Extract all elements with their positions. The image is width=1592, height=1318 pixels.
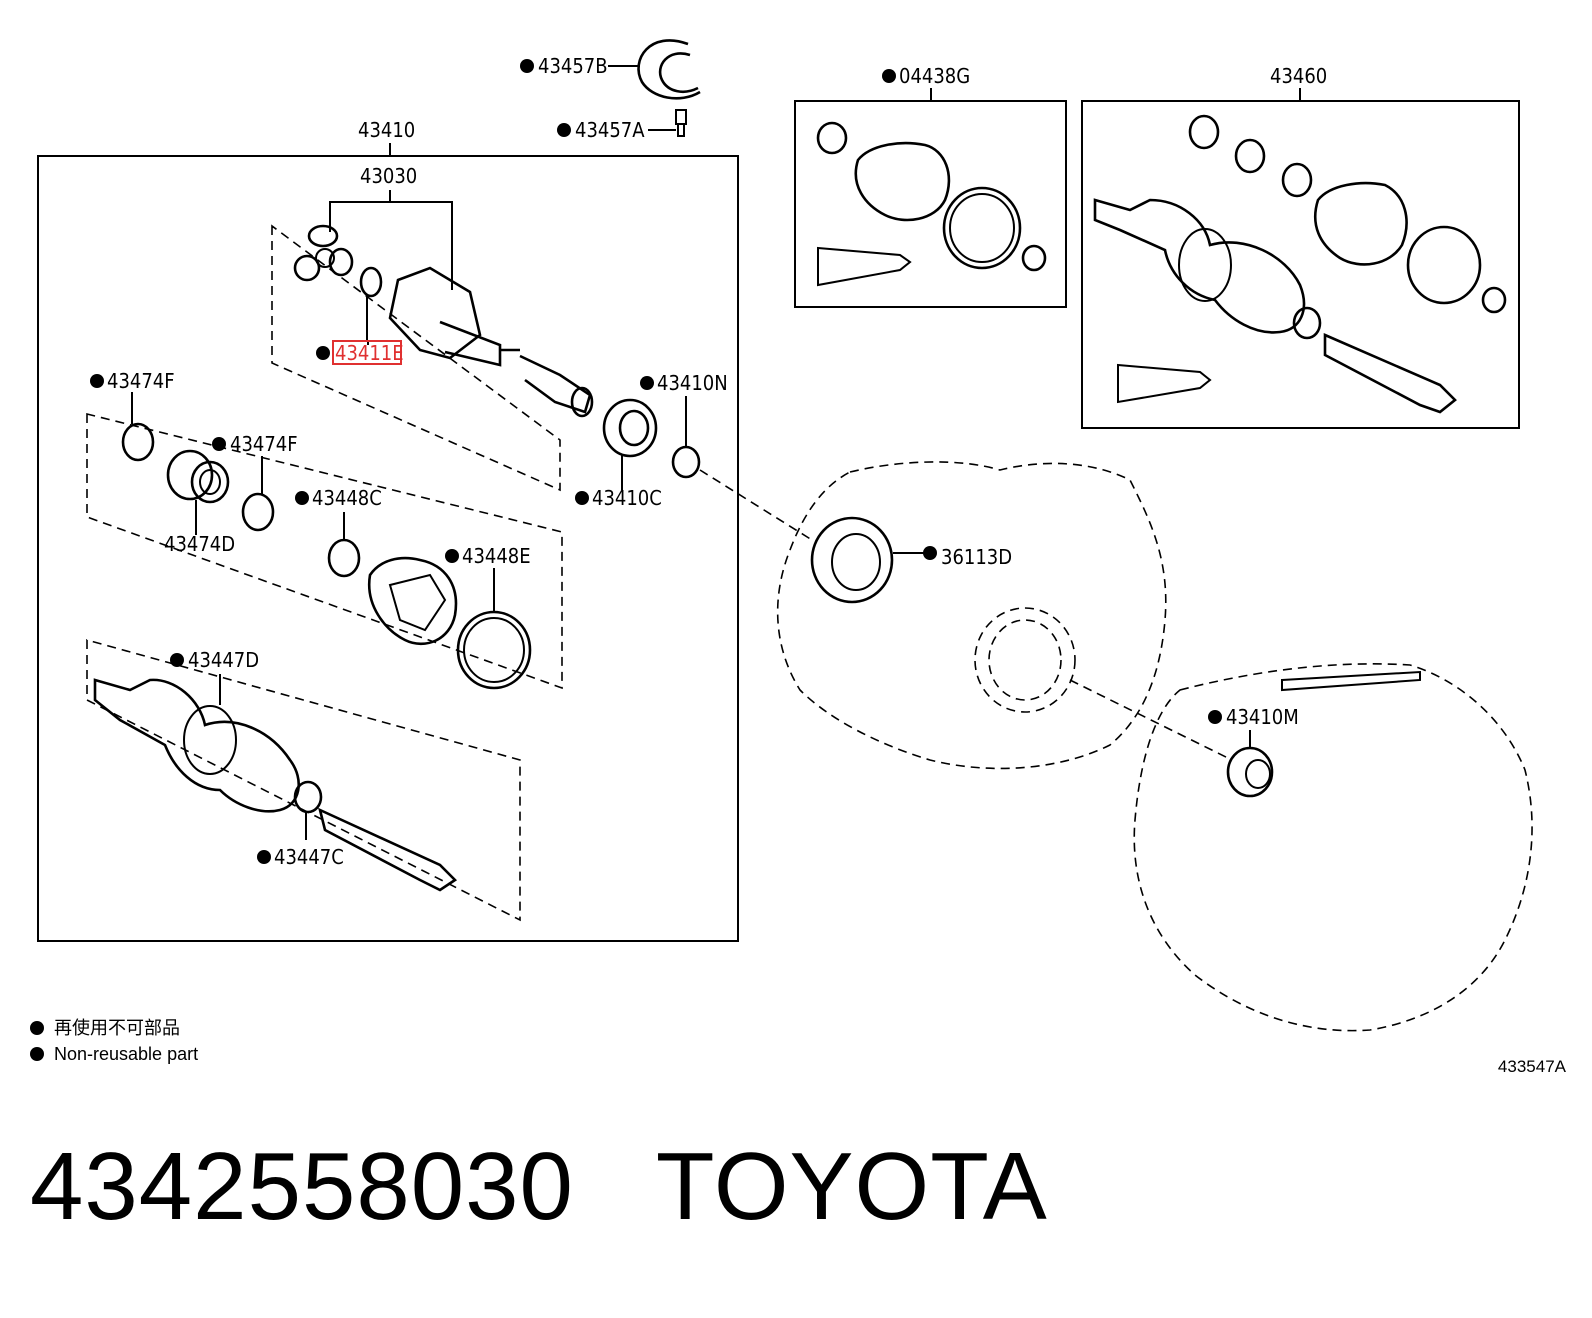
boot-clamp-43448E (456, 568, 532, 690)
label-43030: 43030 (360, 164, 417, 188)
label-04438G: 04438G (899, 64, 970, 88)
seal-43410M (1226, 730, 1274, 798)
label-43447C: 43447C (274, 845, 344, 869)
inner-boot (367, 556, 458, 646)
brand-name: TOYOTA (655, 1133, 1048, 1240)
highlight-box-43411E (332, 340, 402, 365)
label-43457B: 43457B (538, 54, 608, 78)
boot-kit-parts (816, 121, 1047, 287)
snap-ring-43410N (671, 445, 701, 479)
non-reusable-dot-icon (30, 1021, 44, 1035)
non-reusable-dot-icon (30, 1047, 44, 1061)
damper-43474D (166, 449, 230, 535)
legend: 再使用不可部品 Non-reusable part (30, 1015, 198, 1067)
outer-joint-assembly (93, 674, 458, 892)
figure-id: 433547A (1497, 1057, 1566, 1076)
label-36113D: 36113D (941, 545, 1012, 569)
label-43448C: 43448C (312, 486, 382, 510)
label-43457A: 43457A (575, 118, 645, 142)
label-43410C: 43410C (592, 486, 662, 510)
boot-kit-box-04438G (794, 100, 1067, 308)
label-43411E: 43411E (335, 341, 404, 365)
parts-diagram: 43457B 43457A 43410 43030 43411E 43474F … (37, 39, 1533, 1032)
label-43410N: 43410N (657, 371, 728, 395)
transmission-outline (1133, 663, 1533, 1032)
label-43474F-a: 43474F (107, 369, 175, 393)
bearing-43410C (602, 398, 658, 490)
label-43474F-b: 43474F (230, 432, 298, 456)
transaxle-case-outline (776, 461, 1167, 770)
legend-text-english: Non-reusable part (54, 1044, 199, 1064)
oil-seal-36113D (810, 516, 928, 604)
assembly-box-43410 (37, 155, 739, 942)
dashed-group-outer-joint (86, 638, 521, 922)
dashed-group-inner-joint (271, 224, 561, 492)
label-43447D: 43447D (188, 648, 259, 672)
inner-joint-housing (388, 266, 594, 418)
label-43410: 43410 (358, 118, 415, 142)
shaft-assembly-box-43460 (1081, 100, 1520, 429)
drive-shaft-parts (1093, 114, 1507, 414)
legend-row-english: Non-reusable part (30, 1041, 198, 1067)
dashed-group-inner-boot (86, 412, 563, 690)
legend-row-japanese: 再使用不可部品 (30, 1015, 198, 1041)
part-number: 4342558030 (30, 1133, 574, 1240)
label-43460: 43460 (1270, 64, 1327, 88)
label-43474D: 43474D (164, 532, 235, 556)
tripod-joint (293, 224, 383, 340)
label-43448E: 43448E (462, 544, 531, 568)
footer-caption: 4342558030 TOYOTA (30, 1132, 1048, 1242)
legend-text-japanese: 再使用不可部品 (54, 1018, 180, 1038)
label-43410M: 43410M (1226, 705, 1299, 729)
